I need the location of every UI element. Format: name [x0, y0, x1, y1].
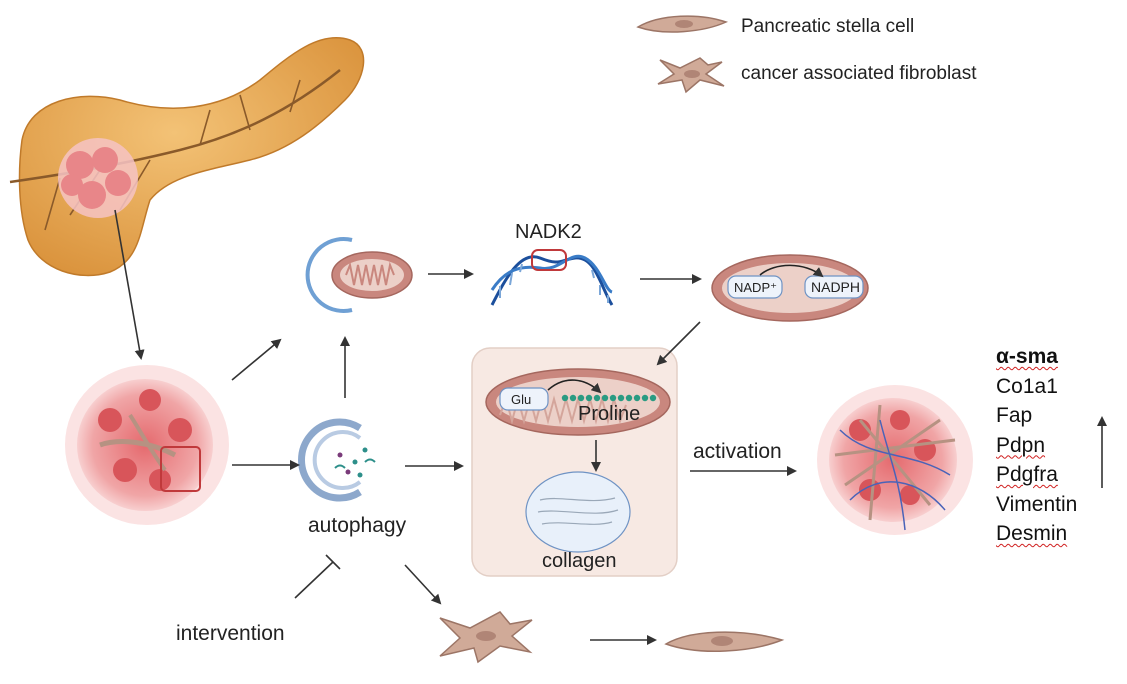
nadph-label: NADPH [811, 279, 861, 295]
autophagosome-icon [298, 418, 376, 502]
marker-item: Pdpn [996, 433, 1046, 457]
bottom-stellate-cell-icon [664, 631, 785, 652]
dna-icon [490, 249, 614, 306]
proline-label: Proline [578, 403, 641, 425]
legend-label-caf: cancer associated fibroblast [741, 63, 977, 84]
central-panel [471, 347, 678, 577]
tumor-microenvironment-left [65, 365, 229, 525]
marker-item: Desmin [996, 522, 1068, 545]
bottom-caf-cell-icon [439, 611, 533, 664]
legend-star-cell-icon [657, 57, 725, 94]
nadp-label: NADP⁺ [734, 280, 777, 295]
pancreas-tumor-cluster [58, 138, 138, 218]
arrow-tumor-to-phagophore [231, 338, 282, 381]
glu-label: Glu [511, 392, 532, 407]
collagen-label: collagen [542, 550, 617, 572]
tumor-activated-right [817, 385, 973, 535]
marker-list: α-sma Co1a1 Fap Pdpn Pdgfra Vimentin Des… [996, 342, 1077, 549]
arrow-pancreas-to-tumor [114, 209, 145, 360]
marker-item: α-sma [996, 345, 1058, 368]
pancreas-illustration [9, 37, 365, 277]
arrow-mito-to-panel [656, 321, 701, 366]
mitochondrion-top-icon [331, 251, 413, 299]
legend-spindle-cell-icon [636, 15, 729, 33]
mitochondrion-nadph-icon [711, 254, 869, 322]
arrow-autophagy-to-caf [404, 564, 442, 605]
inhibition-line [294, 561, 334, 599]
proline-chain [561, 394, 657, 402]
autophagy-label: autophagy [308, 514, 407, 537]
arrows [114, 209, 1107, 645]
activation-label: activation [693, 440, 782, 463]
marker-item: Co1a1 [996, 374, 1058, 398]
nadk2-label: NADK2 [515, 221, 582, 243]
highlight-box [160, 446, 201, 492]
collagen-icon [525, 471, 631, 553]
phagophore-icon [305, 237, 353, 313]
nadk2-highlight-box [531, 249, 567, 271]
marker-item: Fap [996, 404, 1033, 427]
inhibition-bar [325, 554, 341, 570]
legend-label-stella-cell: Pancreatic stella cell [741, 16, 915, 37]
intervention-label: intervention [176, 622, 285, 645]
marker-item: Pdgfra [996, 463, 1058, 486]
marker-item: Vimentin [996, 492, 1078, 516]
